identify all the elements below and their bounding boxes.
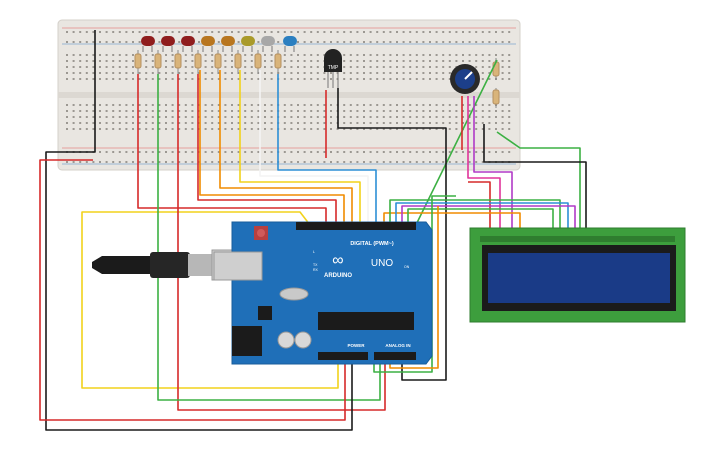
regulator bbox=[258, 306, 272, 320]
led-orange-1[interactable] bbox=[201, 36, 215, 52]
wire-orange-lcd[interactable] bbox=[383, 212, 521, 228]
wire-red-led-1[interactable] bbox=[137, 74, 327, 225]
wire-yellow-led[interactable] bbox=[239, 70, 361, 225]
arduino-brand: ARDUINO bbox=[324, 273, 352, 279]
led-label-l: L bbox=[313, 250, 315, 254]
wire-red-led-3[interactable] bbox=[197, 74, 337, 225]
led-red-2[interactable] bbox=[161, 36, 175, 52]
wire-green-analog[interactable] bbox=[373, 195, 456, 373]
wire-green-led[interactable] bbox=[157, 74, 381, 401]
resistor-row bbox=[134, 50, 500, 108]
crystal bbox=[279, 287, 309, 301]
wire-green-lcd[interactable] bbox=[496, 131, 581, 228]
led-red-3[interactable] bbox=[181, 36, 195, 52]
analog-header[interactable] bbox=[374, 352, 416, 360]
arduino-model: UNO bbox=[371, 258, 393, 269]
resistor-9[interactable] bbox=[492, 88, 500, 108]
usb-port bbox=[213, 251, 263, 281]
resistor-4[interactable] bbox=[194, 50, 202, 74]
led-white[interactable] bbox=[261, 36, 275, 52]
dc-jack bbox=[232, 326, 262, 356]
power-label: POWER bbox=[347, 343, 365, 348]
resistor-5[interactable] bbox=[214, 50, 222, 74]
potentiometer[interactable] bbox=[450, 64, 480, 94]
led-row bbox=[141, 36, 297, 52]
resistor-2[interactable] bbox=[154, 50, 162, 74]
led-orange-2[interactable] bbox=[221, 36, 235, 52]
analog-label: ANALOG IN bbox=[385, 343, 410, 348]
led-red-1[interactable] bbox=[141, 36, 155, 52]
digital-header[interactable] bbox=[296, 222, 416, 230]
temperature-sensor-label: TMP bbox=[328, 65, 339, 71]
temperature-sensor[interactable]: TMP bbox=[324, 49, 342, 88]
led-blue[interactable] bbox=[283, 36, 297, 52]
wire-black-lcd[interactable] bbox=[483, 124, 587, 228]
wire-blue-led[interactable] bbox=[277, 74, 377, 225]
led-label-rx: RX bbox=[313, 268, 319, 272]
lcd-module[interactable] bbox=[469, 227, 686, 323]
wire-black-gnd-loop[interactable] bbox=[45, 30, 353, 431]
wire-green-data-2[interactable] bbox=[407, 208, 554, 228]
wire-white-led[interactable] bbox=[259, 70, 369, 225]
wire-purple-data[interactable] bbox=[401, 205, 576, 228]
led-yellow[interactable] bbox=[241, 36, 255, 52]
resistor-7[interactable] bbox=[254, 50, 262, 74]
wire-red-led-2[interactable] bbox=[177, 74, 386, 411]
resistor-8[interactable] bbox=[274, 50, 282, 74]
on-label: ON bbox=[404, 265, 410, 269]
power-header[interactable] bbox=[318, 352, 368, 360]
capacitor-1 bbox=[277, 331, 295, 349]
wire-red-vcc-loop[interactable] bbox=[39, 159, 346, 421]
resistor-1[interactable] bbox=[134, 50, 142, 74]
wire-yellow-loop[interactable] bbox=[81, 211, 339, 389]
wire-black-sensor[interactable] bbox=[337, 88, 447, 381]
wire-orange-led-2[interactable] bbox=[219, 70, 353, 225]
digital-header-label: DIGITAL (PWM~) bbox=[350, 241, 394, 247]
resistor-6[interactable] bbox=[234, 50, 242, 74]
capacitor-2 bbox=[294, 331, 312, 349]
arduino-logo-symbol: ∞ bbox=[332, 252, 343, 269]
led-label-tx: TX bbox=[313, 263, 318, 267]
lcd-pin-header bbox=[480, 236, 675, 242]
microcontroller-chip bbox=[318, 312, 414, 330]
arduino-uno[interactable]: DIGITAL (PWM~) ∞ ARDUINO UNO L TX RX ON … bbox=[213, 221, 433, 365]
wire-blue-data[interactable] bbox=[395, 202, 569, 228]
wire-red-lcd[interactable] bbox=[468, 181, 491, 228]
wire-green-data-1[interactable] bbox=[389, 199, 561, 228]
wire-orange-led-1[interactable] bbox=[199, 70, 345, 225]
lcd-screen bbox=[488, 253, 670, 303]
resistor-3[interactable] bbox=[174, 50, 182, 74]
